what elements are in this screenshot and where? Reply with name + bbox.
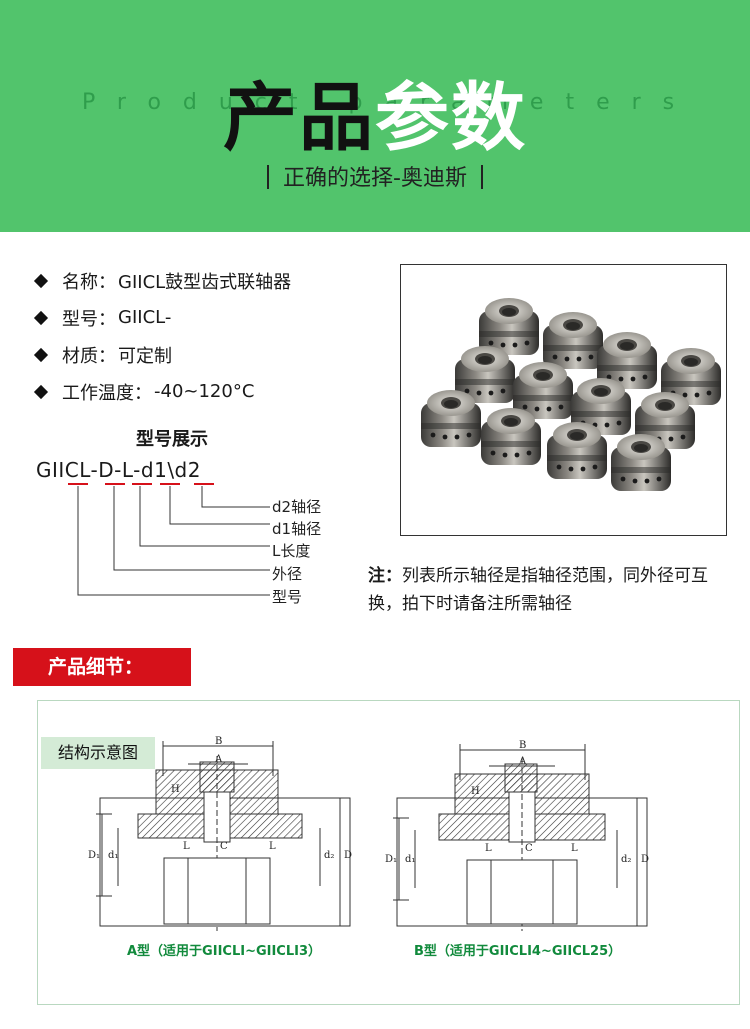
dim-d1-bore: d₁ bbox=[108, 850, 118, 861]
dim-d1-outer: D₁ bbox=[88, 850, 100, 861]
product-details-header: 产品细节： bbox=[13, 648, 191, 686]
dim-d-outer: D bbox=[641, 854, 649, 865]
dim-h: H bbox=[171, 784, 180, 795]
banner-title-part-b: 参数 bbox=[375, 75, 527, 161]
header-banner: Product parameters 产品参数 正确的选择-奥迪斯 bbox=[0, 0, 750, 232]
label-outer-diameter: 外径 bbox=[272, 565, 302, 583]
caption-type-a: A型（适用于GIICLI~GIICLI3） bbox=[127, 944, 322, 959]
param-item: 名称：GIICL鼓型齿式联轴器 bbox=[33, 262, 292, 299]
param-key: 型号： bbox=[62, 308, 116, 330]
label-model: 型号 bbox=[272, 588, 302, 606]
label-d1: d1轴径 bbox=[272, 520, 321, 538]
model-code: GIICL-D-L-d1\d2 bbox=[36, 458, 201, 482]
param-item: 型号：GIICL- bbox=[33, 299, 291, 336]
label-d2: d2轴径 bbox=[272, 498, 321, 516]
dim-l-left: L bbox=[183, 841, 190, 852]
dim-l-right: L bbox=[571, 843, 578, 854]
dim-b: B bbox=[215, 736, 222, 747]
model-code-diagram: d2轴径 d1轴径 L长度 外径 型号 bbox=[68, 483, 321, 606]
couplings-illustration bbox=[421, 298, 721, 491]
bullet-diamond-icon bbox=[33, 384, 49, 399]
param-item: 材质：可定制 bbox=[33, 336, 291, 373]
dim-d2-bore: d₂ bbox=[621, 854, 631, 865]
banner-slogan: 正确的选择-奥迪斯 bbox=[0, 160, 750, 192]
banner-title-part-a: 产品 bbox=[223, 75, 375, 161]
param-value: GIICL- bbox=[118, 307, 172, 328]
param-item: 工作温度：-40~120°C bbox=[33, 373, 291, 410]
dim-d2-bore: d₂ bbox=[324, 850, 334, 861]
structure-panel bbox=[37, 700, 740, 1005]
dim-l-right: L bbox=[269, 841, 276, 852]
structure-label: 结构示意图 bbox=[41, 737, 155, 769]
dim-l-left: L bbox=[485, 843, 492, 854]
param-value: -40~120°C bbox=[154, 381, 255, 402]
dim-a: A bbox=[214, 754, 223, 765]
banner-title: 产品参数 bbox=[0, 58, 750, 165]
caption-type-b: B型（适用于GIICLI4~GIICL25） bbox=[414, 944, 622, 959]
bullet-diamond-icon bbox=[33, 310, 49, 325]
model-display-title: 型号展示 bbox=[136, 429, 208, 450]
param-key: 名称： bbox=[62, 271, 116, 293]
note-head: 注： bbox=[368, 566, 402, 586]
banner-subtitle: Product parameters bbox=[82, 90, 697, 115]
dim-c: C bbox=[220, 841, 228, 852]
param-key: 材质： bbox=[62, 345, 116, 367]
param-value: GIICL鼓型齿式联轴器 bbox=[118, 271, 292, 293]
bullet-diamond-icon bbox=[33, 347, 49, 362]
dim-d-outer: D bbox=[344, 850, 352, 861]
param-list: 名称：GIICL鼓型齿式联轴器 型号：GIICL- 材质：可定制 工作温度：-4… bbox=[33, 262, 292, 410]
dim-h: H bbox=[471, 786, 480, 797]
slogan-bar-left bbox=[267, 165, 270, 189]
drawing-type-b: B A H L L C D₁ d₁ d₂ D bbox=[385, 740, 649, 931]
dim-d1-outer: D₁ bbox=[385, 854, 397, 865]
note-text: 列表所示轴径是指轴径范围，同外径可互换，拍下时请备注所需轴径 bbox=[368, 566, 708, 614]
label-l: L长度 bbox=[272, 542, 310, 560]
param-key: 工作温度： bbox=[62, 382, 152, 404]
dim-c: C bbox=[525, 843, 533, 854]
drawing-type-a: B A H L L C D₁ d₁ d₂ D bbox=[88, 736, 352, 931]
product-photo bbox=[400, 264, 727, 536]
note: 注：列表所示轴径是指轴径范围，同外径可互换，拍下时请备注所需轴径 bbox=[368, 562, 738, 618]
bullet-diamond-icon bbox=[33, 273, 49, 288]
dim-a: A bbox=[518, 756, 527, 767]
dim-b: B bbox=[519, 740, 526, 751]
slogan-text: 正确的选择-奥迪斯 bbox=[283, 166, 467, 191]
param-value: 可定制 bbox=[118, 345, 172, 367]
dim-d1-bore: d₁ bbox=[405, 854, 415, 865]
slogan-bar-right bbox=[480, 165, 483, 189]
